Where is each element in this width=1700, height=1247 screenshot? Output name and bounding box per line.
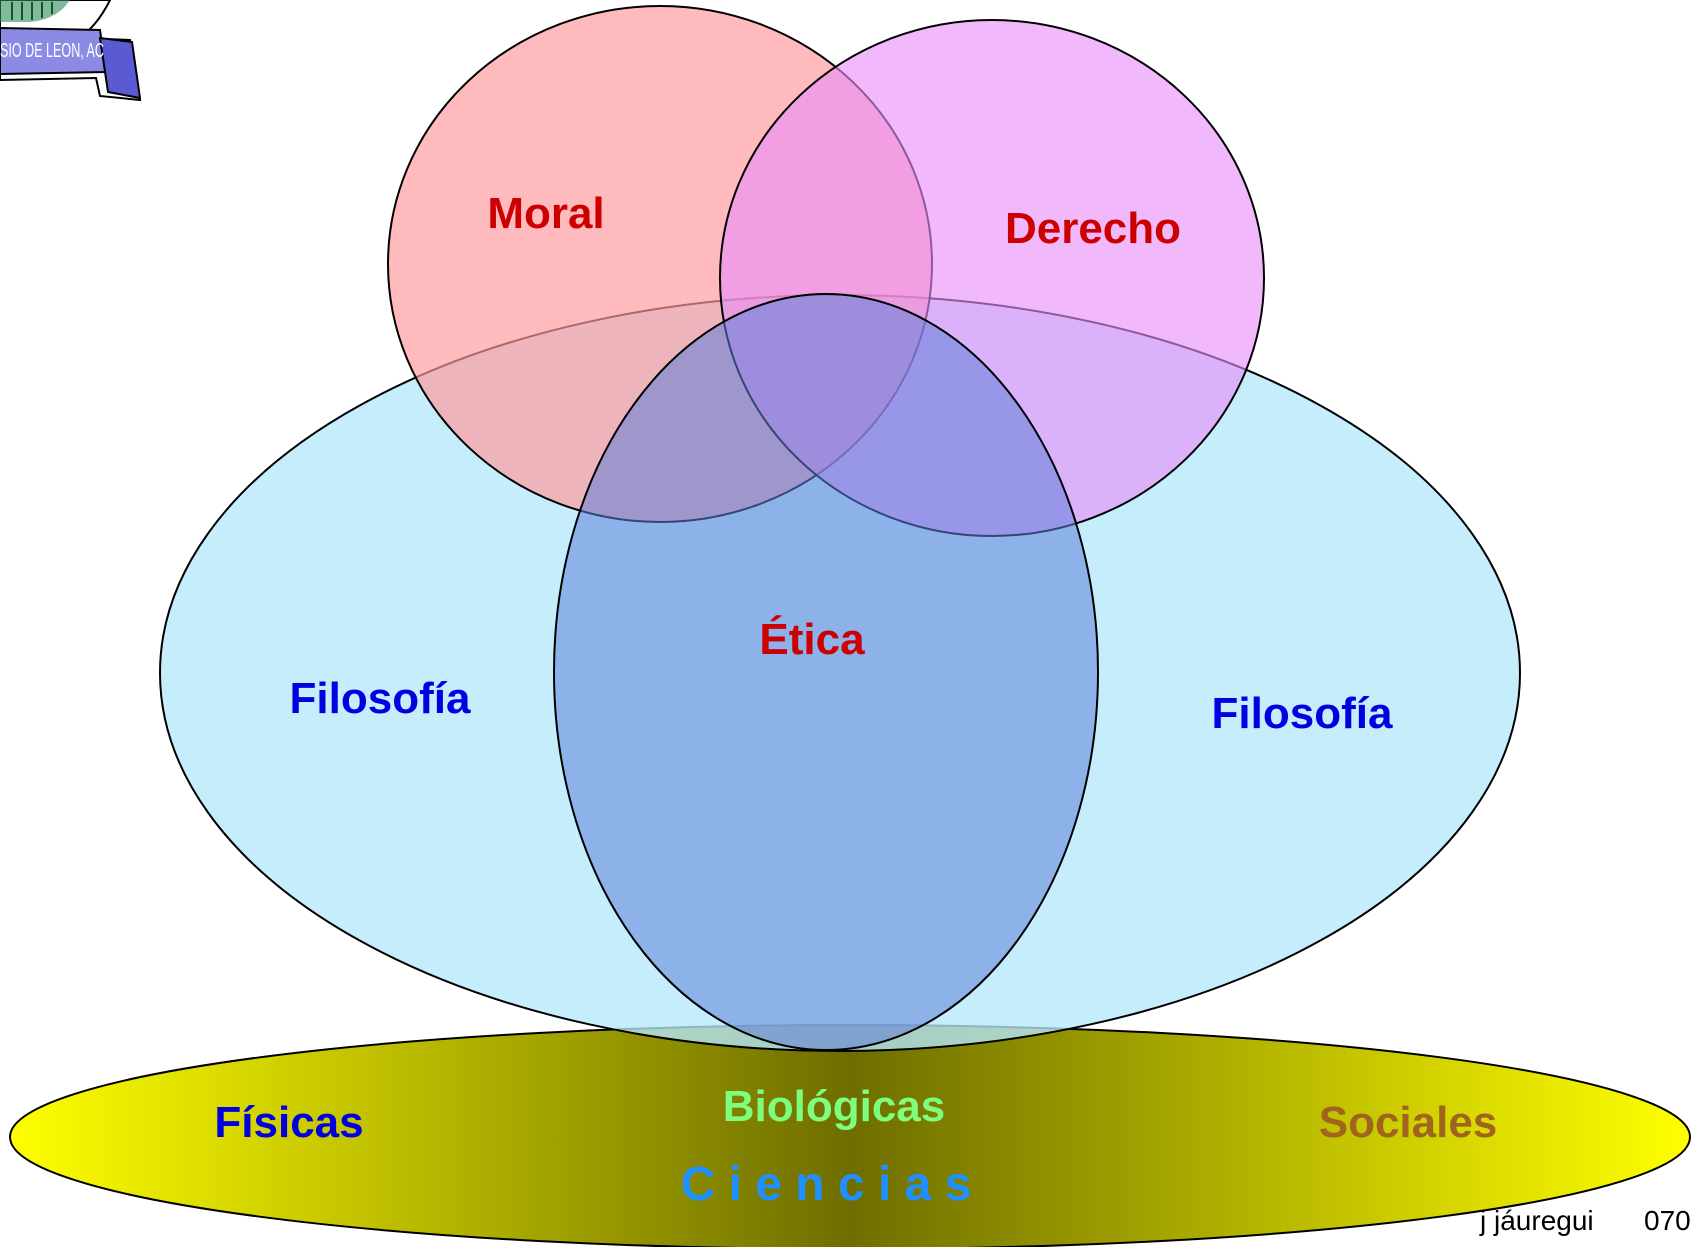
label-derecho: Derecho	[1005, 204, 1181, 253]
label-sociales: Sociales	[1319, 1098, 1498, 1147]
label-filosofia-left: Filosofía	[290, 674, 471, 723]
etica-ellipse	[553, 293, 1099, 1051]
logo-text: SIO DE LEON, AC	[0, 40, 104, 62]
footer-author: j jáuregui	[1479, 1205, 1594, 1236]
label-moral: Moral	[487, 189, 604, 238]
label-filosofia-right: Filosofía	[1212, 689, 1393, 738]
label-ciencias: C i e n c i a s	[681, 1158, 972, 1211]
label-etica: Ética	[759, 614, 865, 664]
label-biologicas: Biológicas	[723, 1082, 946, 1131]
logo: SIO DE LEON, AC	[0, 0, 142, 102]
label-fisicas: Físicas	[214, 1098, 363, 1147]
footer-page: 070	[1644, 1205, 1691, 1236]
